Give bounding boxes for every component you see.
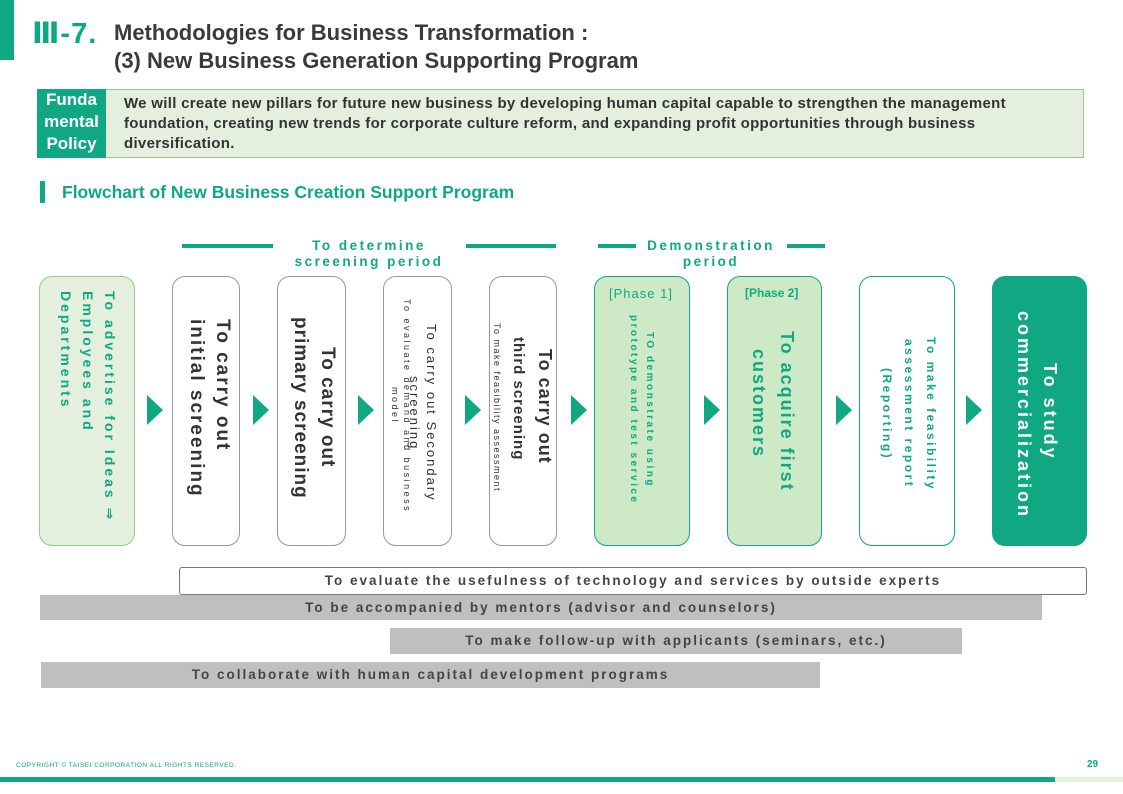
feasibility-text: To make feasibility assessment report (R… bbox=[880, 337, 938, 491]
copyright: COPYRIGHT © TAISEI CORPORATION ALL RIGHT… bbox=[16, 762, 237, 769]
title-line-2: (3) New Business Generation Supporting P… bbox=[114, 48, 639, 73]
arrow-right-icon bbox=[253, 395, 269, 425]
step-third-sub: To make feasibility assessment bbox=[492, 323, 502, 493]
policy-box bbox=[37, 89, 1084, 158]
footer-line-end bbox=[1055, 777, 1123, 782]
step-initial-line2: initial screening bbox=[186, 319, 207, 498]
step-primary-line1: To carry out bbox=[317, 347, 338, 468]
step-primary-line2: primary screening bbox=[290, 317, 311, 499]
arrow-right-icon bbox=[836, 395, 852, 425]
step-feasibility-report: To make feasibility assessment report (R… bbox=[859, 276, 955, 546]
arrow-right-icon bbox=[147, 395, 163, 425]
step-primary-screening: To carry out primary screening bbox=[277, 276, 346, 546]
step-third-line2: third screening bbox=[510, 337, 527, 461]
step-third-line1: To carry out bbox=[535, 349, 555, 464]
step-phase2-customers: [Phase 2] To acquire first customers bbox=[727, 276, 822, 546]
phase1-tag: [Phase 1] bbox=[609, 286, 673, 301]
demo-period-line2: period bbox=[682, 254, 740, 269]
step-advertise-ideas-text: To advertise for Ideas ⇒ Employees and D… bbox=[58, 291, 118, 523]
section-number: Ⅲ-7. bbox=[32, 18, 98, 50]
step-secondary-screening: To carry out Secondary screening To eval… bbox=[383, 276, 452, 546]
policy-label: Funda mental Policy bbox=[37, 89, 106, 158]
bar-evaluate-experts: To evaluate the usefulness of technology… bbox=[179, 567, 1087, 595]
bar-followup: To make follow-up with applicants (semin… bbox=[390, 628, 962, 654]
flowchart-title-marker bbox=[40, 181, 45, 203]
screening-period-line-left bbox=[182, 244, 273, 248]
step-third-screening: To carry out third screening To make fea… bbox=[489, 276, 557, 546]
bar-collaborate: To collaborate with human capital develo… bbox=[41, 662, 820, 688]
demo-period-label: Demonstration period bbox=[640, 238, 782, 270]
arrow-right-icon bbox=[704, 395, 720, 425]
step-advertise-ideas-wrap: To advertise for Ideas ⇒ Employees and D… bbox=[40, 277, 136, 545]
demo-period-line-left bbox=[598, 244, 636, 248]
phase2-line1: To acquire first bbox=[777, 331, 797, 492]
phase2-tag: [Phase 2] bbox=[745, 286, 799, 300]
policy-label-line-2: mental bbox=[44, 112, 99, 131]
screening-period-line-right bbox=[466, 244, 556, 248]
phase2-line2: customers bbox=[749, 349, 769, 459]
footer-line bbox=[0, 777, 1055, 782]
policy-label-line-3: Policy bbox=[46, 134, 97, 153]
page-number: 29 bbox=[1087, 759, 1099, 770]
flowchart-title: Flowchart of New Business Creation Suppo… bbox=[62, 182, 515, 202]
demo-period-line1: Demonstration bbox=[647, 238, 775, 253]
step-secondary-title: To carry out Secondary screening bbox=[407, 324, 439, 502]
step-commercialization: To study commercialization bbox=[992, 276, 1087, 546]
arrow-right-icon bbox=[966, 395, 982, 425]
step-advertise-ideas: To advertise for Ideas ⇒ Employees and D… bbox=[39, 276, 135, 546]
arrow-right-icon bbox=[571, 395, 587, 425]
commercial-line2: commercialization bbox=[1014, 311, 1034, 520]
policy-label-line-1: Funda bbox=[46, 90, 97, 109]
demo-period-line-right bbox=[787, 244, 825, 248]
arrow-right-icon bbox=[465, 395, 481, 425]
accent-bar bbox=[0, 0, 14, 60]
step-phase1-demonstration: [Phase 1] TO demonstrate using prototype… bbox=[594, 276, 690, 546]
arrow-right-icon bbox=[358, 395, 374, 425]
screening-period-line1: To determine bbox=[312, 238, 426, 253]
step-secondary-sub: To evaluate demand and business model bbox=[390, 298, 412, 514]
screening-period-line2: screening period bbox=[294, 254, 444, 269]
bar-mentors: To be accompanied by mentors (advisor an… bbox=[40, 595, 1042, 620]
screening-period-label: To determine screening period bbox=[280, 238, 458, 270]
phase1-text: TO demonstrate using prototype and test … bbox=[628, 315, 655, 505]
title-line-1: Methodologies for Business Transformatio… bbox=[114, 20, 589, 45]
step-initial-line1: To carry out bbox=[212, 319, 233, 452]
page-title: Methodologies for Business Transformatio… bbox=[114, 19, 638, 75]
policy-text: We will create new pillars for future ne… bbox=[124, 95, 1006, 152]
step-initial-screening: To carry out initial screening bbox=[172, 276, 240, 546]
commercial-line1: To study bbox=[1040, 363, 1060, 461]
